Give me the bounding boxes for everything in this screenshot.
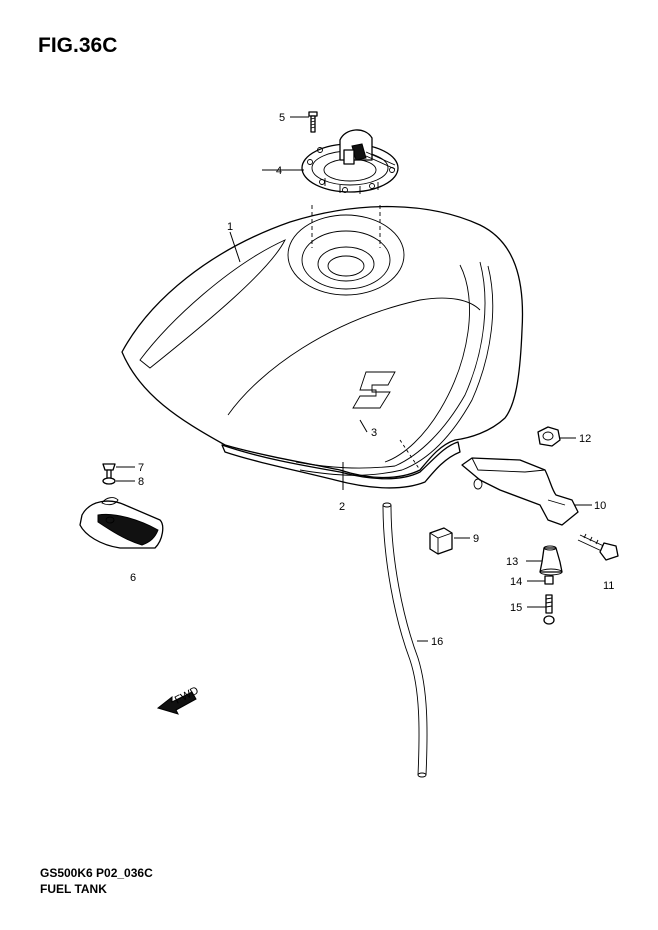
fuel-cap-part xyxy=(301,129,399,194)
rubber-block-part xyxy=(429,527,453,555)
callout-6: 6 xyxy=(130,572,136,584)
callout-8: 8 xyxy=(138,476,144,488)
callout-15: 15 xyxy=(510,602,522,614)
small-bolt-part xyxy=(543,594,555,625)
nut-part xyxy=(537,426,561,447)
drain-hose-part xyxy=(382,502,428,778)
callout-7: 7 xyxy=(138,462,144,474)
diagram-code: GS500K6 P02_036C xyxy=(40,866,153,880)
rear-bracket-part xyxy=(461,457,579,526)
callout-16: 16 xyxy=(431,636,443,648)
callout-13: 13 xyxy=(506,556,518,568)
callout-5: 5 xyxy=(279,112,285,124)
callout-numbers: 1 2 3 4 5 6 7 8 9 10 11 12 13 14 15 16 xyxy=(130,112,614,648)
fuel-tank-part xyxy=(121,205,524,489)
callout-10: 10 xyxy=(594,500,606,512)
damper-part xyxy=(539,545,563,576)
callout-2: 2 xyxy=(339,501,345,513)
callout-4: 4 xyxy=(276,165,282,177)
bracket-part xyxy=(79,497,164,549)
callout-3: 3 xyxy=(371,427,377,439)
callout-11: 11 xyxy=(603,580,614,592)
diagram-caption: FUEL TANK xyxy=(40,882,107,896)
callout-12: 12 xyxy=(579,433,591,445)
callout-1: 1 xyxy=(227,221,233,233)
screw-part xyxy=(308,111,318,133)
screw-washer-part xyxy=(102,463,116,485)
figure-title: FIG.36C xyxy=(38,34,118,57)
forward-direction-badge: FWD xyxy=(156,685,201,715)
collar-part xyxy=(544,575,554,585)
callout-14: 14 xyxy=(510,576,522,588)
callout-9: 9 xyxy=(473,533,479,545)
bolt-part xyxy=(577,533,619,561)
leader-lines xyxy=(116,116,592,642)
